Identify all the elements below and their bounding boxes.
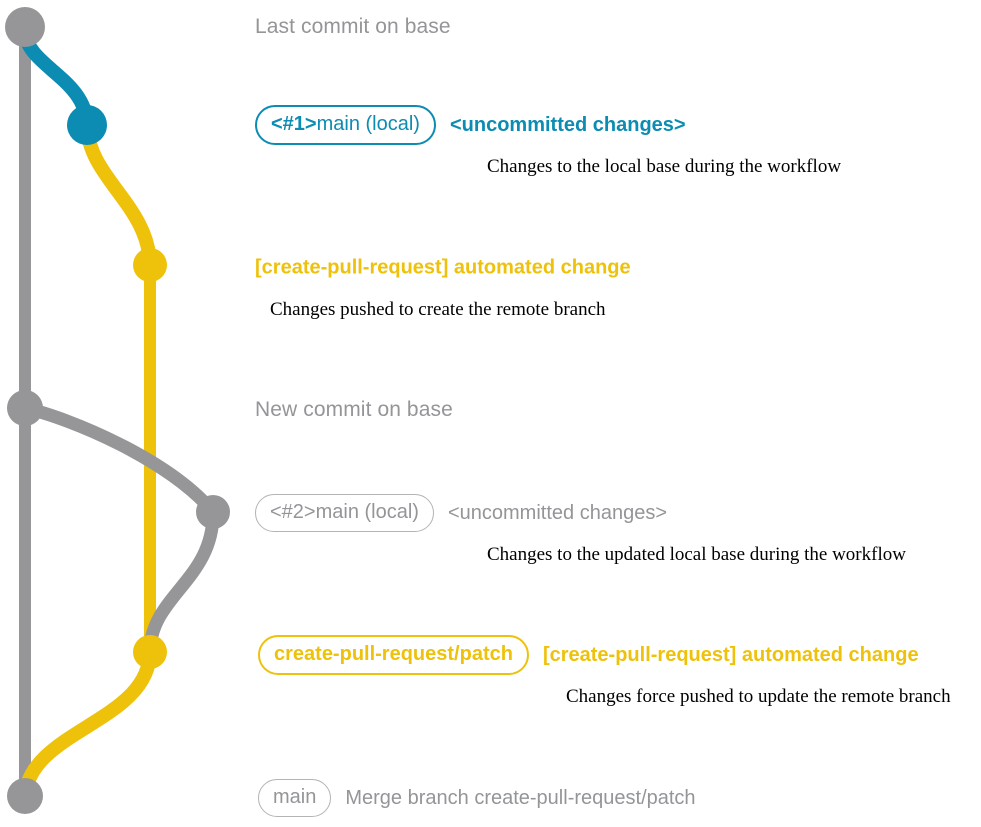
commit-note-remote-2: Changes force pushed to update the remot…: [566, 686, 951, 708]
commit-note-local-1: Changes to the local base during the wor…: [487, 156, 841, 178]
node-local-1[interactable]: [67, 105, 107, 145]
row-commit-remote-2: create-pull-request/patch [create-pull-r…: [258, 635, 919, 675]
node-base-merge[interactable]: [7, 778, 43, 814]
node-base-new[interactable]: [7, 390, 43, 426]
commit-note-remote-1: Changes pushed to create the remote bran…: [270, 299, 606, 321]
node-remote-1[interactable]: [133, 248, 167, 282]
branch-gray-local2-to-remote2: [143, 505, 220, 659]
commit-subject-merge: Merge branch create-pull-request/patch: [345, 786, 696, 809]
row-commit-local-2: <#2> main (local) <uncommitted changes>: [255, 494, 667, 532]
branch-pill-create-pull-request-patch[interactable]: create-pull-request/patch: [258, 635, 529, 675]
commit-subject-local-1: <uncommitted changes>: [449, 113, 686, 136]
node-local-2[interactable]: [196, 495, 230, 529]
branch-yellow-merge-to-base: [18, 645, 157, 803]
branch-gray-base-to-local2: [18, 401, 220, 519]
commit-subject-local-2: <uncommitted changes>: [447, 501, 667, 524]
node-remote-2[interactable]: [133, 635, 167, 669]
node-base-top[interactable]: [5, 7, 45, 47]
commit-note-remote-2-text: Changes force pushed to update the remot…: [566, 686, 951, 707]
branch-pill-local-2-name: main (local): [315, 501, 419, 523]
branch-pill-main-name: main: [273, 786, 317, 808]
heading-last-commit-on-base: Last commit on base: [255, 15, 451, 38]
row-commit-merge: main Merge branch create-pull-request/pa…: [258, 779, 696, 817]
branch-pill-local-2[interactable]: <#2> main (local): [255, 494, 434, 532]
branch-pill-local-2-ref: <#2>: [270, 501, 316, 523]
branch-pill-create-pull-request-patch-name: create-pull-request/patch: [274, 643, 513, 665]
row-commit-remote-1: [create-pull-request] automated change: [255, 257, 631, 280]
heading-new-commit-on-base: New commit on base: [255, 398, 453, 421]
branch-pill-local-1-name: main (local): [316, 113, 420, 135]
branch-pill-local-1-ref: <#1>: [271, 113, 317, 135]
row-last-commit-on-base: Last commit on base: [255, 15, 451, 39]
branch-pill-main[interactable]: main: [258, 779, 332, 817]
row-commit-local-1: <#1> main (local) <uncommitted changes>: [255, 105, 686, 145]
commit-note-local-1-text: Changes to the local base during the wor…: [487, 156, 842, 177]
branch-yellow-local1-to-remote1: [80, 118, 157, 272]
row-new-commit-on-base: New commit on base: [255, 398, 453, 422]
commit-subject-remote-1: [create-pull-request] automated change: [255, 256, 631, 279]
branch-pill-local-1[interactable]: <#1> main (local): [255, 105, 436, 145]
commit-note-local-2-text: Changes to the updated local base during…: [487, 544, 906, 565]
commit-note-local-2: Changes to the updated local base during…: [487, 544, 906, 566]
commit-note-remote-1-text: Changes pushed to create the remote bran…: [270, 299, 606, 320]
commit-subject-remote-2: [create-pull-request] automated change: [542, 643, 919, 666]
